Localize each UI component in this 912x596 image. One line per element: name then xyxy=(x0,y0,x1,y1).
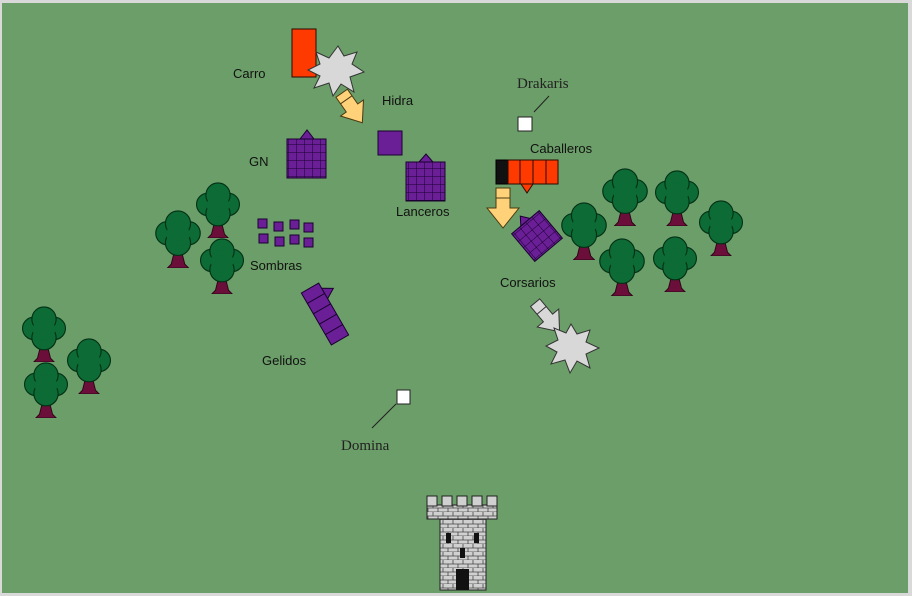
domina-label: Domina xyxy=(341,438,390,454)
caballeros-label: Caballeros xyxy=(530,141,593,156)
carro-label: Carro xyxy=(233,66,266,81)
lanceros-label: Lanceros xyxy=(396,204,450,219)
gn-label: GN xyxy=(249,154,269,169)
hidra-label: Hidra xyxy=(382,93,414,108)
hidra-unit[interactable] xyxy=(378,131,402,155)
sombras-label: Sombras xyxy=(250,258,303,273)
corsarios-label: Corsarios xyxy=(500,275,556,290)
gelidos-label: Gelidos xyxy=(262,353,307,368)
drakaris-label: Drakaris xyxy=(517,76,569,92)
